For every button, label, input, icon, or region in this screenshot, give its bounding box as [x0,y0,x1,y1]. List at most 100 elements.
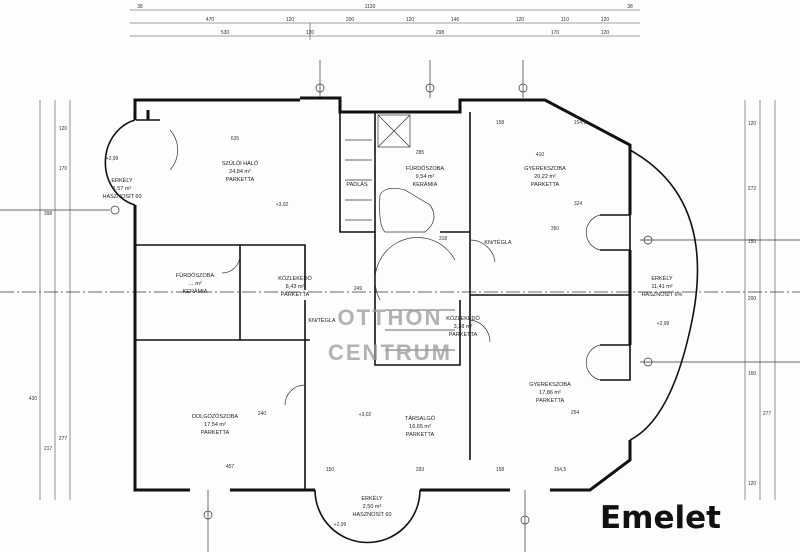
room-floor: KERÁMIA [183,288,208,295]
dim: 217 [44,446,53,452]
room-area: 17,54 m² [204,422,226,428]
room-hall-2: KÖZLEKEDŐ 3,38 m² PARKETTA [446,315,480,338]
interior-walls [135,112,631,490]
room-name: KÖZLEKEDŐ [278,275,312,282]
dim-edge-right: 38 [627,4,633,10]
room-name: KÖZLEKEDŐ [446,315,480,322]
dim: 150 [748,239,757,245]
chimney-label: KN/TÉGLA [308,317,336,324]
room-area: 11,41 m² [651,284,672,290]
dim: 277 [59,436,68,442]
dim: 285 [416,150,425,156]
dim: 200 [748,296,757,302]
room-name: TÁRSALGÓ [405,415,436,422]
room-hall-1: KÖZLEKEDŐ 8,43 m² PARKETTA [278,275,312,298]
room-study: DOLGOZÓSZOBA 17,54 m² PARKETTA [192,413,238,436]
staircase [345,114,456,351]
room-name: FÜRDŐSZOBA [406,165,445,172]
floor-title: Emelet [600,500,721,536]
room-lounge: TÁRSALGÓ 16,65 m² PARKETTA [405,415,436,438]
level-marker: +3,02 [276,202,289,208]
dim: 110 [561,17,569,23]
dim: 249 [354,286,363,292]
dim: 120 [601,30,610,36]
room-floor: KERÁMIA [413,181,438,188]
room-name: GYEREKSZOBA [529,382,571,388]
room-area: 3,38 m² [454,324,473,330]
dim: 324 [574,201,583,207]
watermark-line2: CENTRUM [328,340,452,365]
room-name: ERKÉLY [361,495,383,502]
dim: 635 [231,136,240,142]
room-note: HASZNOSÍT 60 [102,193,141,200]
room-name: DOLGOZÓSZOBA [192,413,238,420]
room-bathroom-small: FÜRDŐSZOBA … m² KERÁMIA [176,272,215,295]
dim: 272 [748,186,757,192]
dim: 120 [286,17,295,23]
room-kids-room-2: GYEREKSZOBA 17,86 m² PARKETTA [529,382,571,404]
room-balcony-left: ERKÉLY 1,57 m² HASZNOSÍT 60 [102,177,141,200]
room-attic: PADLÁS [346,181,368,188]
dim: 120 [306,30,315,36]
room-area: 9,54 m² [416,174,435,180]
dim: 120 [601,17,610,23]
room-name: ERKÉLY [651,275,673,282]
room-name: FÜRDŐSZOBA [176,272,215,279]
dim: 170 [551,30,560,36]
level-marker: +3,02 [359,412,372,418]
dim: 120 [748,121,757,127]
dim: 158 [496,120,505,126]
room-area: 16,65 m² [409,424,431,430]
room-floor: PARKETTA [406,432,435,438]
room-floor: PARKETTA [226,177,255,183]
dim: 200 [346,17,355,23]
room-area: … m² [188,281,202,287]
room-floor: PARKETTA [536,398,565,404]
dim: 158 [496,467,505,473]
dim: 298 [436,30,445,36]
level-marker: +2,99 [657,321,670,327]
watermark-line1: OTTHON [338,305,443,330]
dim: 150 [326,467,335,473]
dim-edge-left: 38 [137,4,143,10]
dim: 240 [258,411,267,417]
room-area: 17,86 m² [539,390,561,396]
dim: 120 [748,481,757,487]
dimension-lines-top [130,9,640,40]
room-floor: PARKETTA [531,182,560,188]
room-name: SZÜLŐI HÁLÓ [222,160,259,167]
dim: 398 [44,211,53,217]
room-note: HASZNOSÍT 60 [352,511,391,518]
room-area: 24,84 m² [229,169,251,175]
chimney-label: KN/TÉGLA [484,239,512,246]
room-area: 1,57 m² [113,186,132,192]
room-area: 8,43 m² [286,284,305,290]
door-swings [169,129,601,406]
room-name: ERKÉLY [111,177,133,184]
dim: 430 [29,396,38,402]
room-area: 20,22 m² [534,174,556,180]
room-note: HASZNOSÍT 6% [642,291,683,298]
room-balcony-bottom: ERKÉLY 2,50 m² HASZNOSÍT 60 [352,495,391,518]
room-name: GYEREKSZOBA [524,166,566,172]
room-floor: PARKETTA [281,292,310,298]
level-marker: +2,99 [106,156,119,162]
dim: 170 [59,166,68,172]
exterior-walls [133,96,632,492]
dim: 277 [763,411,772,417]
dimension-lines-sides [39,100,776,500]
dim: 154,5 [554,467,567,473]
dim: 160 [748,371,757,377]
room-kids-room-1: GYEREKSZOBA 20,22 m² PARKETTA [524,166,566,188]
dim: 457 [226,464,235,470]
dim: 120 [516,17,525,23]
room-area: 2,50 m² [363,504,382,510]
dim: 530 [221,30,230,36]
balconies [104,119,699,544]
room-bathroom-main: FÜRDŐSZOBA 9,54 m² KERÁMIA [406,165,445,188]
room-floor: PARKETTA [201,430,230,436]
dim: 470 [206,17,215,23]
dim: 318 [439,236,448,242]
